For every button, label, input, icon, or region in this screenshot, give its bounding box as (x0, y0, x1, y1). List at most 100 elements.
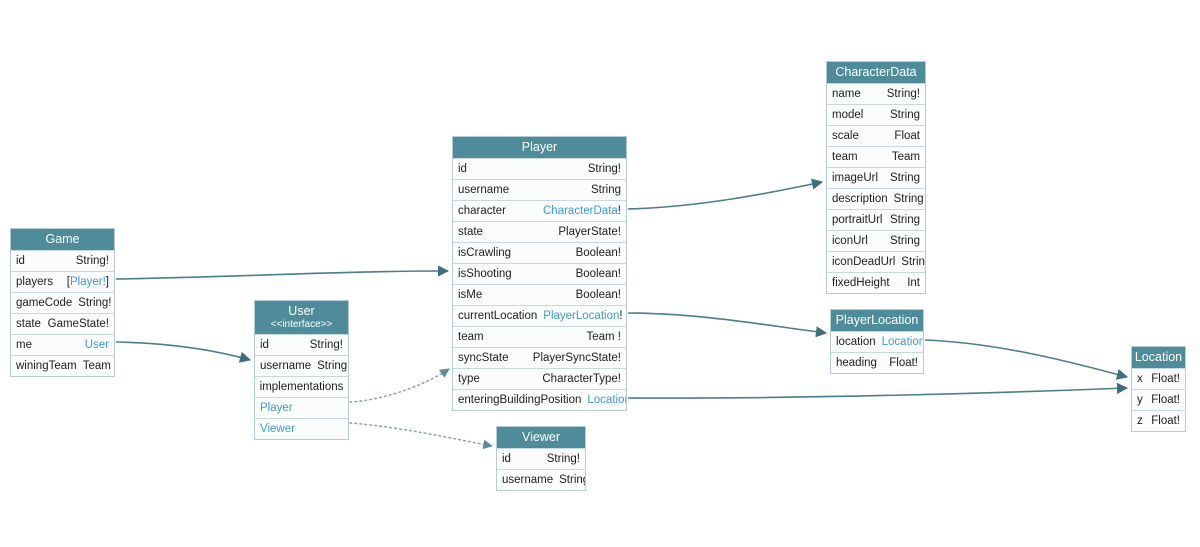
entity-header-characterdata: CharacterData (827, 62, 925, 83)
field-type: Boolean! (575, 268, 621, 280)
field-name: isCrawling (458, 247, 512, 259)
field-name: username (458, 184, 510, 196)
field-row[interactable]: model String (827, 104, 925, 125)
field-name: state (458, 226, 483, 238)
field-type[interactable]: Location! (881, 336, 923, 348)
edge-game-me-to-user (115, 341, 252, 363)
field-name: name (832, 88, 861, 100)
list-open-bracket: [ (66, 276, 70, 288)
field-row[interactable]: implementations (255, 376, 348, 397)
field-type: String! (546, 453, 580, 465)
entity-playerlocation[interactable]: PlayerLocation location Location! headingFl… (830, 309, 924, 374)
field-type[interactable]: CharacterData! (543, 205, 621, 217)
non-null-marker: ! (619, 310, 623, 322)
field-row[interactable]: location Location! (831, 331, 923, 352)
field-row[interactable]: currentLocation PlayerLocation! (453, 305, 626, 326)
edge-player-enteringbuildingposition-to-location (627, 382, 1129, 399)
entity-header-playerlocation: PlayerLocation (831, 310, 923, 331)
field-row[interactable]: id String! (497, 448, 585, 469)
field-type: String (889, 109, 920, 121)
field-row[interactable]: me User (11, 334, 114, 355)
field-type: PlayerState! (558, 226, 621, 238)
field-type: Team (82, 360, 111, 372)
field-name: location (836, 336, 876, 348)
field-name: username (260, 360, 312, 372)
field-type-link[interactable]: Player (69, 276, 103, 288)
field-type[interactable]: [Player!] (61, 276, 109, 288)
field-type: CharacterType! (542, 373, 621, 385)
field-type: String! (886, 88, 920, 100)
field-row[interactable]: Player (255, 397, 348, 418)
field-name: team (832, 151, 858, 163)
field-type: Float! (889, 357, 918, 369)
field-row[interactable]: name String! (827, 83, 925, 104)
field-type: Team (891, 151, 920, 163)
edge-game-players-to-player (115, 265, 450, 280)
field-name: enteringBuildingPosition (458, 394, 582, 406)
field-type: String (590, 184, 621, 196)
field-type[interactable]: User (84, 339, 109, 351)
edge-playerlocation-location-to-location (924, 339, 1129, 380)
edge-user-implements-player (349, 368, 450, 403)
field-name: model (832, 109, 864, 121)
edge-player-character-to-characterdata (627, 178, 824, 210)
field-row[interactable]: enteringBuildingPosition Location (453, 389, 626, 410)
field-row[interactable]: players [Player!] (11, 271, 114, 292)
field-name: id (502, 453, 511, 465)
field-name: fixedHeight (832, 277, 890, 289)
field-name: z (1137, 415, 1143, 427)
field-name: state (16, 318, 41, 330)
field-type: String (889, 172, 920, 184)
field-type: Float! (1151, 394, 1180, 406)
field-name: players (16, 276, 54, 288)
field-name: currentLocation (458, 310, 538, 322)
field-name: winingTeam (16, 360, 77, 372)
field-row[interactable]: state PlayerState! (453, 221, 626, 242)
field-row[interactable]: winingTeam Team (11, 355, 114, 376)
field-name: team (458, 331, 484, 343)
field-type: String (889, 235, 920, 247)
field-name: username (502, 474, 554, 486)
field-type: String (893, 193, 924, 205)
field-name: syncState (458, 352, 509, 364)
field-name: me (16, 339, 32, 351)
field-row[interactable]: team Team (827, 146, 925, 167)
field-type[interactable]: Location (587, 394, 626, 406)
field-name: gameCode (16, 297, 73, 309)
field-row[interactable]: username String (453, 179, 626, 200)
field-row[interactable]: iconDeadUrlString (827, 251, 925, 272)
field-name: scale (832, 130, 859, 142)
field-type[interactable]: PlayerLocation! (543, 310, 623, 322)
field-row[interactable]: Viewer (255, 418, 348, 439)
